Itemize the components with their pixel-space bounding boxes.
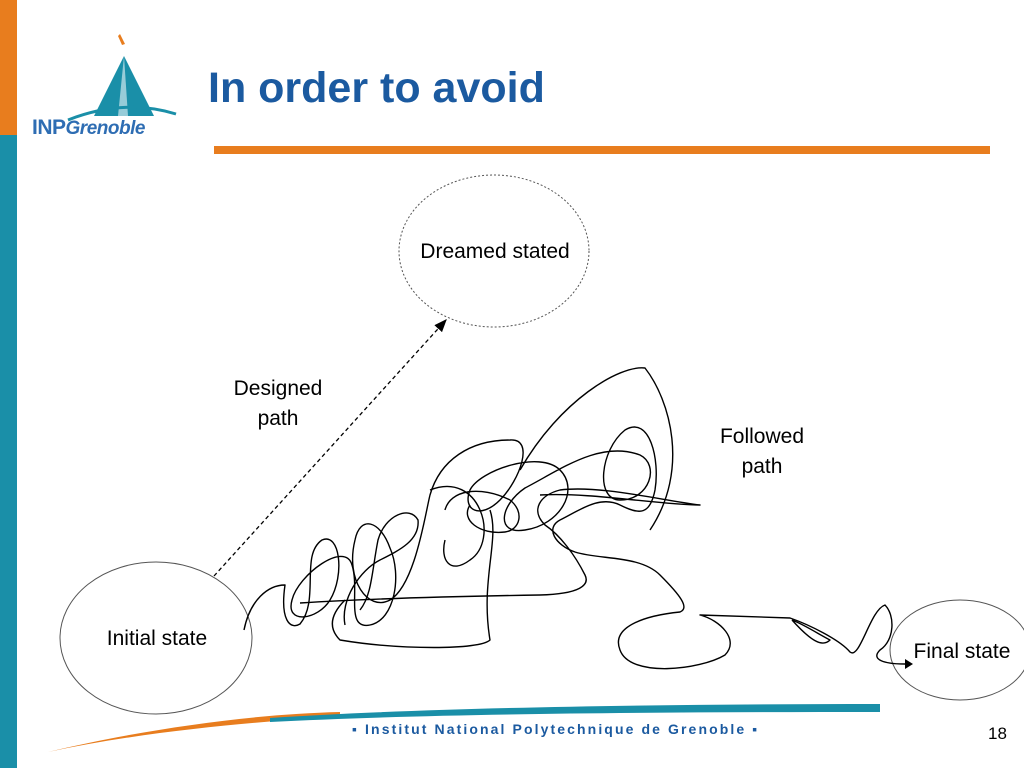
followed-path-scribble [243,367,906,670]
final-state-arrowhead [905,659,913,669]
designed-path-line-1: Designed [233,377,323,400]
dreamed-state-label: Dreamed stated [420,240,570,263]
dreamed-state-node [398,174,590,328]
followed-path-line-1: Followed [719,425,805,448]
logo-name-suffix: Grenoble [65,118,146,139]
logo-triangle-icon [67,34,177,122]
final-state-node [889,599,1024,701]
left-accent-bar-orange [0,0,17,135]
designed-path-line-2: path [257,407,299,430]
title-underline [214,146,990,154]
followed-path-label: Followed path [692,422,832,482]
final-state-label: Final state [913,640,1011,663]
followed-path-line-2: path [741,455,783,478]
logo-name: INP [32,116,66,139]
initial-state-label: Initial state [106,627,208,650]
designed-path-arrow [213,319,447,577]
footer-institution: ▪ Institut National Polytechnique de Gre… [352,721,760,737]
designed-path-label: Designed path [208,374,348,434]
page-number: 18 [988,724,1007,743]
slide-title: In order to avoid [208,64,545,112]
left-accent-bar-teal [0,135,17,768]
